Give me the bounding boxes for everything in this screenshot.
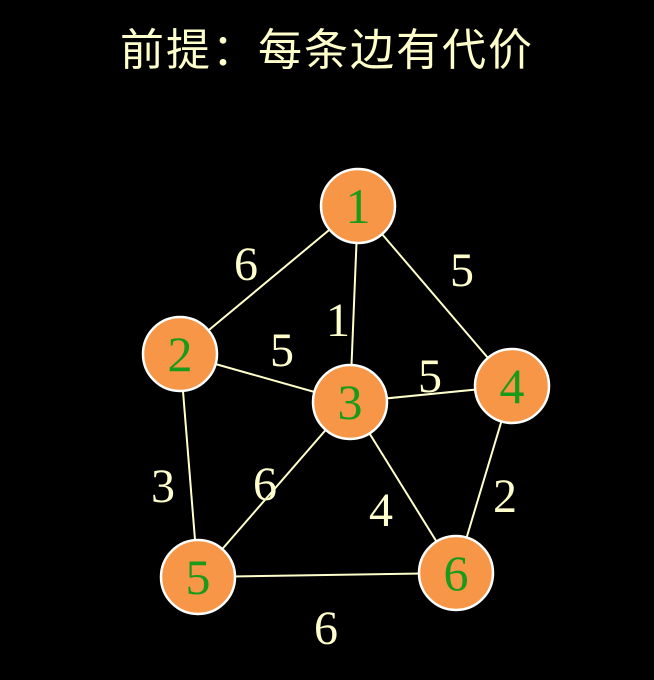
edge-weight-1-4: 5 bbox=[450, 244, 474, 297]
edge-weight-3-6: 4 bbox=[369, 484, 393, 537]
edge-weight-5-6: 6 bbox=[314, 602, 338, 655]
edge-weight-1-2: 6 bbox=[234, 238, 258, 291]
node-label-6: 6 bbox=[444, 545, 469, 601]
edge-weight-2-3: 5 bbox=[270, 324, 294, 377]
node-circle-2 bbox=[141, 315, 219, 393]
edge-weight-3-5: 6 bbox=[253, 458, 277, 511]
node-2: 2 bbox=[141, 315, 219, 393]
edge-weight-1-3: 1 bbox=[326, 294, 350, 347]
edge-weight-3-4: 5 bbox=[418, 350, 442, 403]
node-label-2: 2 bbox=[168, 326, 193, 382]
edge-1-2 bbox=[179, 205, 359, 355]
node-circle-4 bbox=[473, 347, 551, 425]
node-3: 3 bbox=[311, 363, 389, 441]
node-circle-1 bbox=[319, 167, 397, 245]
node-4: 4 bbox=[473, 347, 551, 425]
node-circle-3 bbox=[311, 363, 389, 441]
edge-weight-2-5: 3 bbox=[151, 460, 175, 513]
node-label-5: 5 bbox=[186, 549, 211, 605]
node-label-1: 1 bbox=[346, 178, 371, 234]
edge-3-5 bbox=[197, 401, 351, 578]
edge-1-4 bbox=[357, 205, 513, 387]
node-circle-6 bbox=[417, 534, 495, 612]
node-label-3: 3 bbox=[338, 374, 363, 430]
edge-5-6 bbox=[197, 572, 457, 578]
node-5: 5 bbox=[159, 538, 237, 616]
node-6: 6 bbox=[417, 534, 495, 612]
node-circle-5 bbox=[159, 538, 237, 616]
edge-weight-4-6: 2 bbox=[493, 470, 517, 523]
node-label-4: 4 bbox=[500, 358, 525, 414]
node-1: 1 bbox=[319, 167, 397, 245]
page-title: 前提：每条边有代价 bbox=[120, 25, 534, 76]
